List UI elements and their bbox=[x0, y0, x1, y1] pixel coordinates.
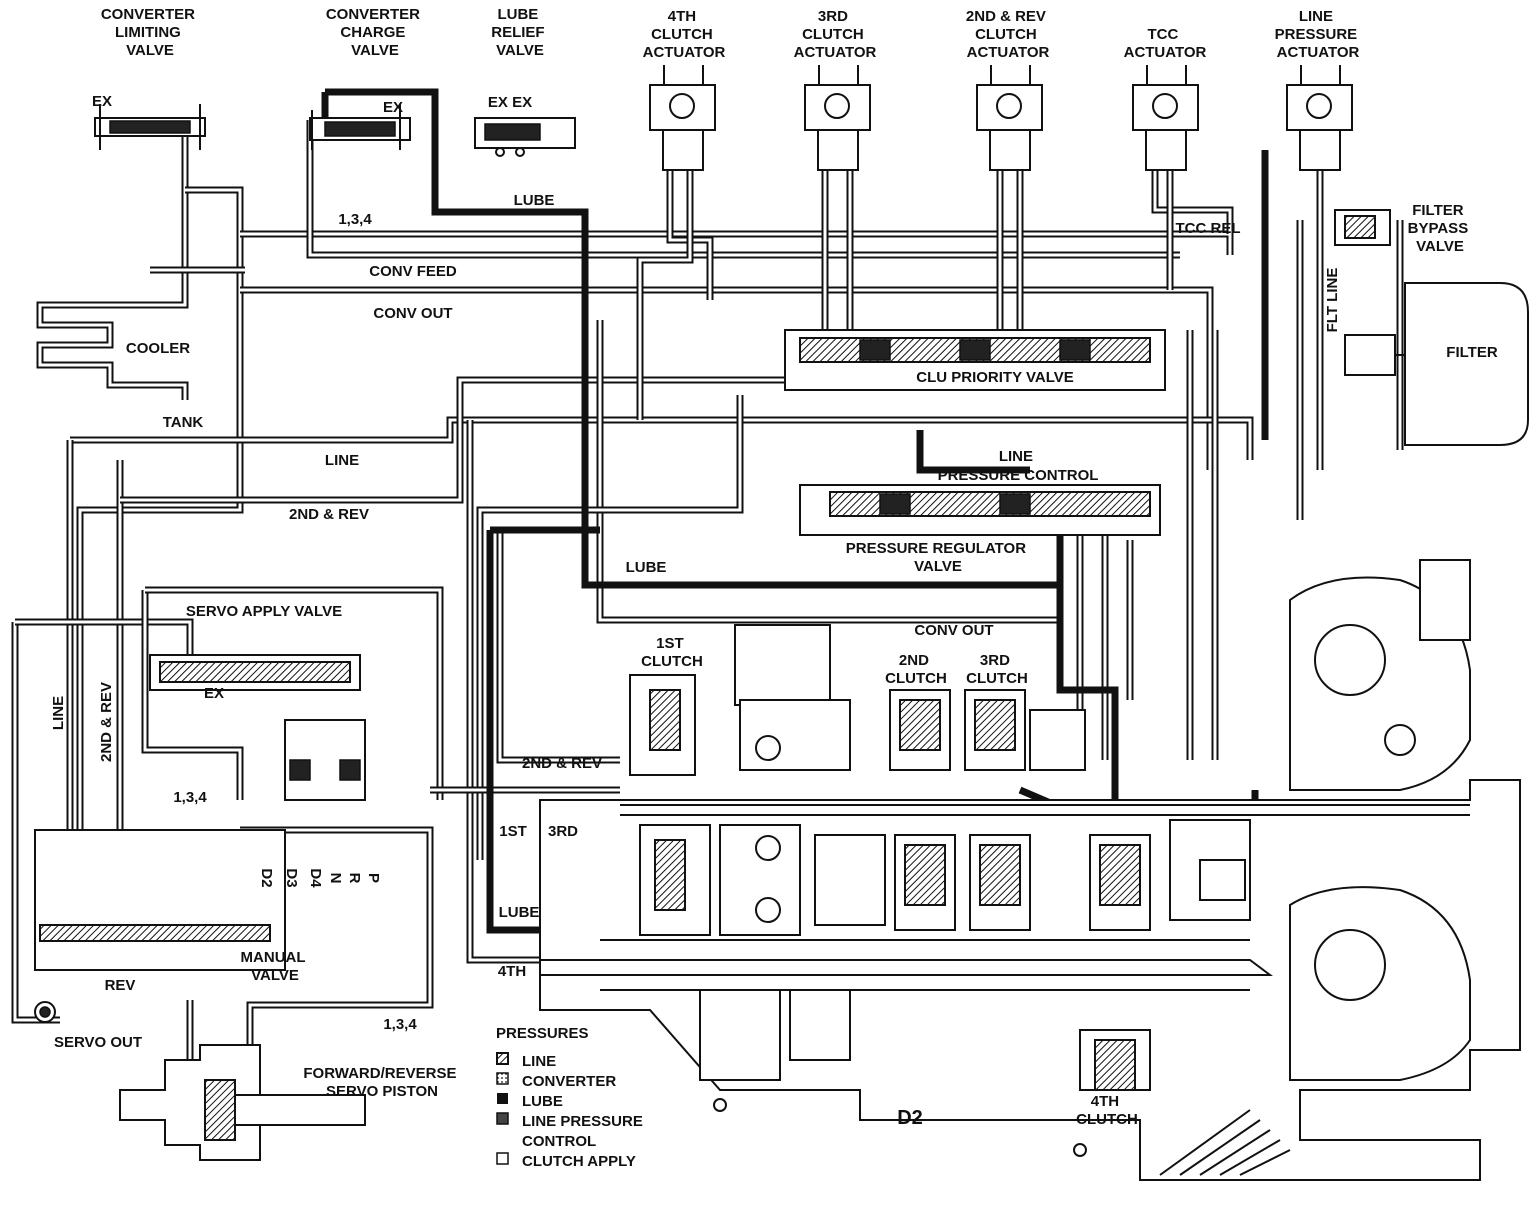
third-clutch-label: 3RD CLUTCH bbox=[966, 652, 1028, 687]
lube-label: LUBE bbox=[514, 192, 555, 209]
lube-label: LUBE bbox=[626, 559, 667, 576]
flt-line-label: FLT LINE bbox=[1324, 268, 1341, 333]
lube-passages bbox=[321, 88, 1269, 1040]
second-rev-clutch-actuator-title: 2ND & REV CLUTCH ACTUATOR bbox=[966, 8, 1050, 61]
lube-relief-valve-title: LUBE RELIEF VALVE bbox=[491, 6, 549, 59]
range-label: D2 bbox=[897, 1107, 923, 1129]
legend-symbols bbox=[496, 1052, 509, 1165]
line-label: LINE bbox=[50, 696, 67, 730]
second-rev-label: 2ND & REV bbox=[98, 682, 115, 762]
gear-position-label: R bbox=[346, 873, 363, 884]
servo-apply-valve bbox=[149, 654, 361, 691]
ex-label: EX bbox=[204, 685, 224, 702]
legend-item: CONTROL bbox=[522, 1133, 596, 1150]
manual-valve-label: MANUAL VALVE bbox=[241, 949, 310, 984]
ex-label: EX EX bbox=[488, 94, 532, 111]
converter-limiting-valve bbox=[94, 104, 206, 150]
conv-out-label: CONV OUT bbox=[914, 622, 993, 639]
third-clutch-actuator bbox=[804, 65, 871, 171]
legend-item: CLUTCH APPLY bbox=[522, 1153, 636, 1170]
one-three-four-label: 1,3,4 bbox=[338, 211, 372, 228]
forward-reverse-servo-piston bbox=[119, 1044, 366, 1161]
legend-item: LINE bbox=[522, 1053, 556, 1070]
torque-converter bbox=[1289, 559, 1471, 1081]
cooler-label: COOLER bbox=[126, 340, 190, 357]
second-rev-label: 2ND & REV bbox=[522, 755, 602, 772]
ex-label: EX bbox=[383, 99, 403, 116]
second-rev-label: 2ND & REV bbox=[289, 506, 369, 523]
gear-position-label: P bbox=[365, 873, 382, 883]
tcc-actuator bbox=[1132, 65, 1199, 171]
line-pressure-actuator bbox=[1286, 65, 1353, 171]
labels: CONVERTER LIMITING VALVE CONVERTER CHARG… bbox=[50, 6, 1498, 1170]
legend-title: PRESSURES bbox=[496, 1025, 589, 1042]
tcc-actuator-title: TCC ACTUATOR bbox=[1124, 26, 1207, 61]
tcc-rel-label: TCC REL bbox=[1176, 220, 1241, 237]
converter-limiting-valve-title: CONVERTER LIMITING VALVE bbox=[101, 6, 199, 59]
filter-bypass-valve-title: FILTER BYPASS VALVE bbox=[1408, 202, 1473, 255]
line-pressure-actuator-title: LINE PRESSURE ACTUATOR bbox=[1275, 8, 1362, 61]
servo-out-label: SERVO OUT bbox=[54, 1034, 142, 1051]
fourth-clutch-actuator-title: 4TH CLUTCH ACTUATOR bbox=[643, 8, 726, 61]
line-label: LINE bbox=[325, 452, 359, 469]
ex-label: EX bbox=[92, 93, 112, 110]
conv-out-label: CONV OUT bbox=[373, 305, 452, 322]
filter-label: FILTER bbox=[1446, 344, 1498, 361]
gear-position-label: D2 bbox=[258, 868, 275, 887]
conv-feed-label: CONV FEED bbox=[369, 263, 457, 280]
converter-charge-valve-title: CONVERTER CHARGE VALVE bbox=[326, 6, 424, 59]
gear-position-label: D3 bbox=[283, 868, 300, 887]
clu-priority-valve bbox=[784, 329, 1166, 391]
first-label: 1ST bbox=[499, 823, 527, 840]
pressure-regulator-valve bbox=[799, 484, 1161, 536]
hydraulic-passages bbox=[11, 120, 1404, 1080]
clutch-packs bbox=[629, 624, 1291, 1176]
line-pressure-control-label: LINE PRESSURE CONTROL bbox=[938, 448, 1099, 484]
servo-apply-valve-label: SERVO APPLY VALVE bbox=[186, 603, 342, 620]
second-clutch-label: 2ND CLUTCH bbox=[885, 652, 947, 687]
second-rev-clutch-actuator bbox=[976, 65, 1043, 171]
legend-item: LUBE bbox=[522, 1093, 563, 1110]
third-label: 3RD bbox=[548, 823, 578, 840]
tank-label: TANK bbox=[163, 414, 204, 431]
forward-reverse-servo-piston-label: FORWARD/REVERSE SERVO PISTON bbox=[303, 1065, 460, 1100]
gear-position-label: D4 bbox=[307, 868, 324, 888]
legend-item: LINE PRESSURE bbox=[522, 1113, 643, 1130]
filter-bypass-valve bbox=[1334, 209, 1391, 246]
lube-label: LUBE bbox=[499, 904, 540, 921]
lube-relief-valve bbox=[474, 117, 576, 157]
one-three-four-label: 1,3,4 bbox=[383, 1016, 417, 1033]
first-clutch-label: 1ST CLUTCH bbox=[641, 635, 703, 670]
clu-priority-valve-label: CLU PRIORITY VALVE bbox=[916, 369, 1074, 386]
converter-charge-valve bbox=[309, 104, 411, 150]
check-balls bbox=[34, 719, 366, 1023]
fourth-clutch-label: 4TH CLUTCH bbox=[1076, 1093, 1138, 1128]
third-clutch-actuator-title: 3RD CLUTCH ACTUATOR bbox=[794, 8, 877, 61]
one-three-four-label: 1,3,4 bbox=[173, 789, 207, 806]
filter bbox=[1344, 282, 1529, 446]
pressure-regulator-valve-label: PRESSURE REGULATOR VALVE bbox=[846, 540, 1030, 575]
fourth-label: 4TH bbox=[498, 963, 526, 980]
gear-position-label: N bbox=[327, 873, 344, 884]
manual-valve bbox=[34, 829, 286, 971]
legend-item: CONVERTER bbox=[522, 1073, 616, 1090]
rev-label: REV bbox=[105, 977, 136, 994]
fourth-clutch-actuator bbox=[649, 65, 716, 171]
